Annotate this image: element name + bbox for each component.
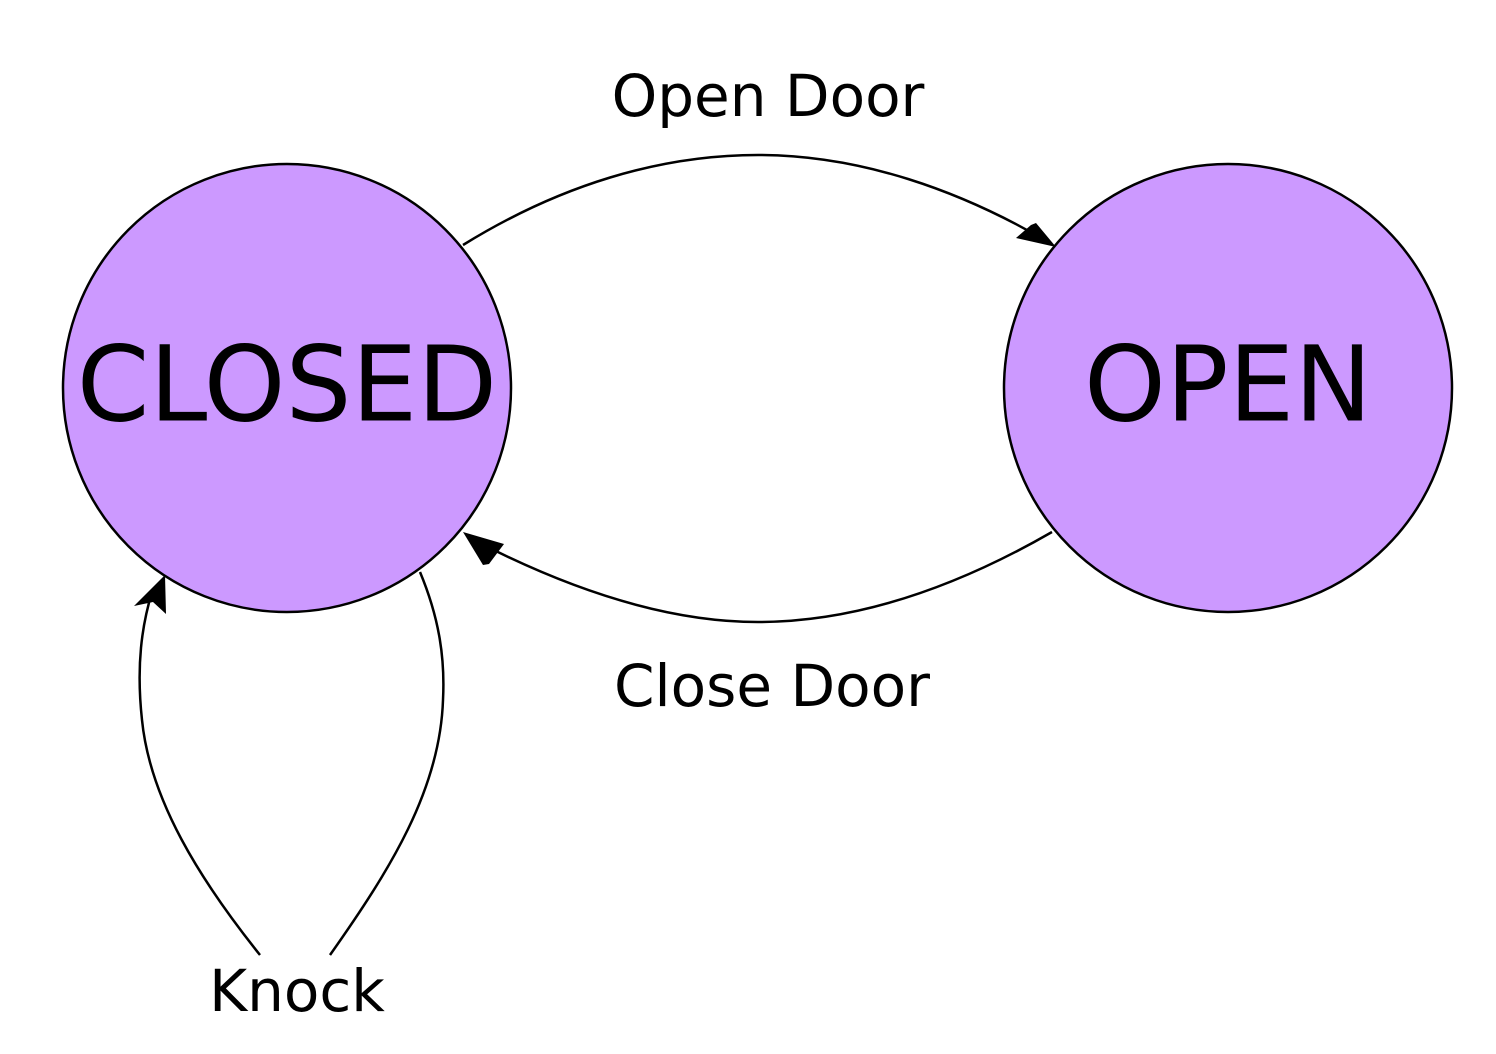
close-door-arrowhead-icon — [463, 532, 504, 565]
state-open-label: OPEN — [1084, 323, 1372, 445]
open-door-arrowhead-icon — [1016, 223, 1056, 247]
knock-edge-out — [328, 571, 445, 956]
close-door-label: Close Door — [614, 652, 930, 720]
close-door-edge — [469, 530, 1053, 624]
knock-edge-in — [138, 591, 261, 956]
transition-knock: Knock — [134, 571, 445, 1025]
state-closed-label: CLOSED — [77, 323, 498, 445]
open-door-label: Open Door — [612, 62, 925, 130]
state-open: OPEN — [1002, 162, 1454, 614]
transition-open-door: Open Door — [462, 62, 1056, 247]
open-door-edge — [462, 153, 1051, 247]
knock-arrowhead-icon — [134, 575, 166, 614]
state-open-circle — [1002, 162, 1454, 614]
state-closed-circle — [61, 162, 513, 614]
transition-close-door: Close Door — [463, 530, 1053, 720]
state-closed: CLOSED — [61, 162, 513, 614]
knock-label: Knock — [209, 957, 385, 1025]
